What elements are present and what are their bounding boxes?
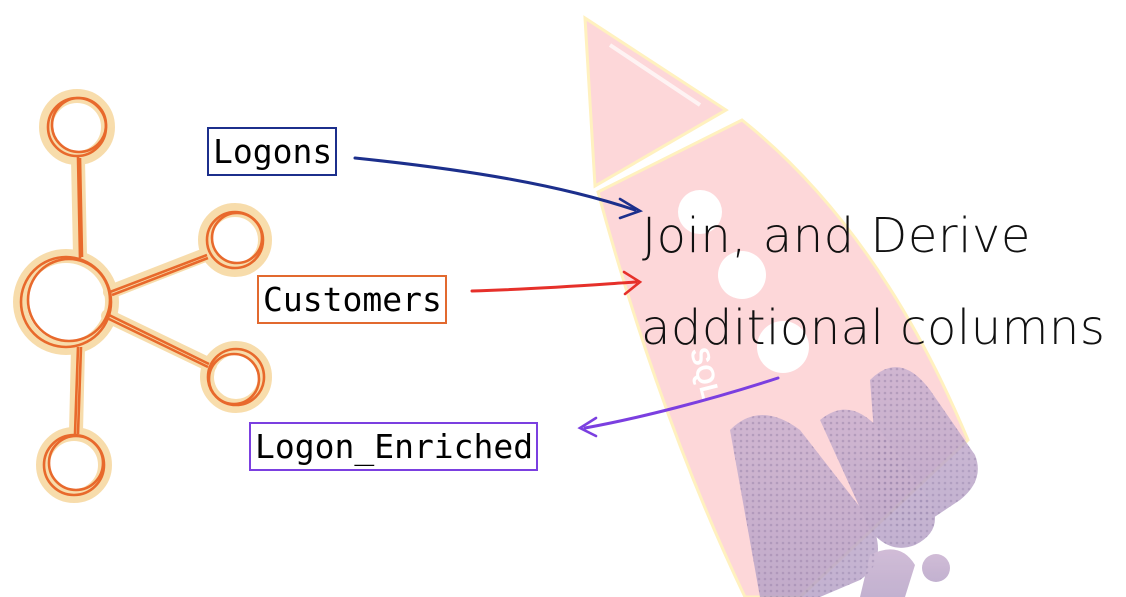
rocket-icon: SQL [583, 15, 978, 597]
customers-arrow [470, 280, 638, 293]
logons-table-label: Logons [207, 127, 338, 176]
network-graph-icon [13, 89, 272, 503]
caption-line-1: Join, and Derive [642, 208, 1031, 264]
logon-enriched-table-label: Logon_Enriched [249, 422, 539, 471]
customers-table-label: Customers [257, 275, 447, 324]
enriched-arrow [583, 376, 780, 430]
logons-arrow [353, 156, 637, 212]
caption-line-2: additional columns [641, 300, 1106, 356]
